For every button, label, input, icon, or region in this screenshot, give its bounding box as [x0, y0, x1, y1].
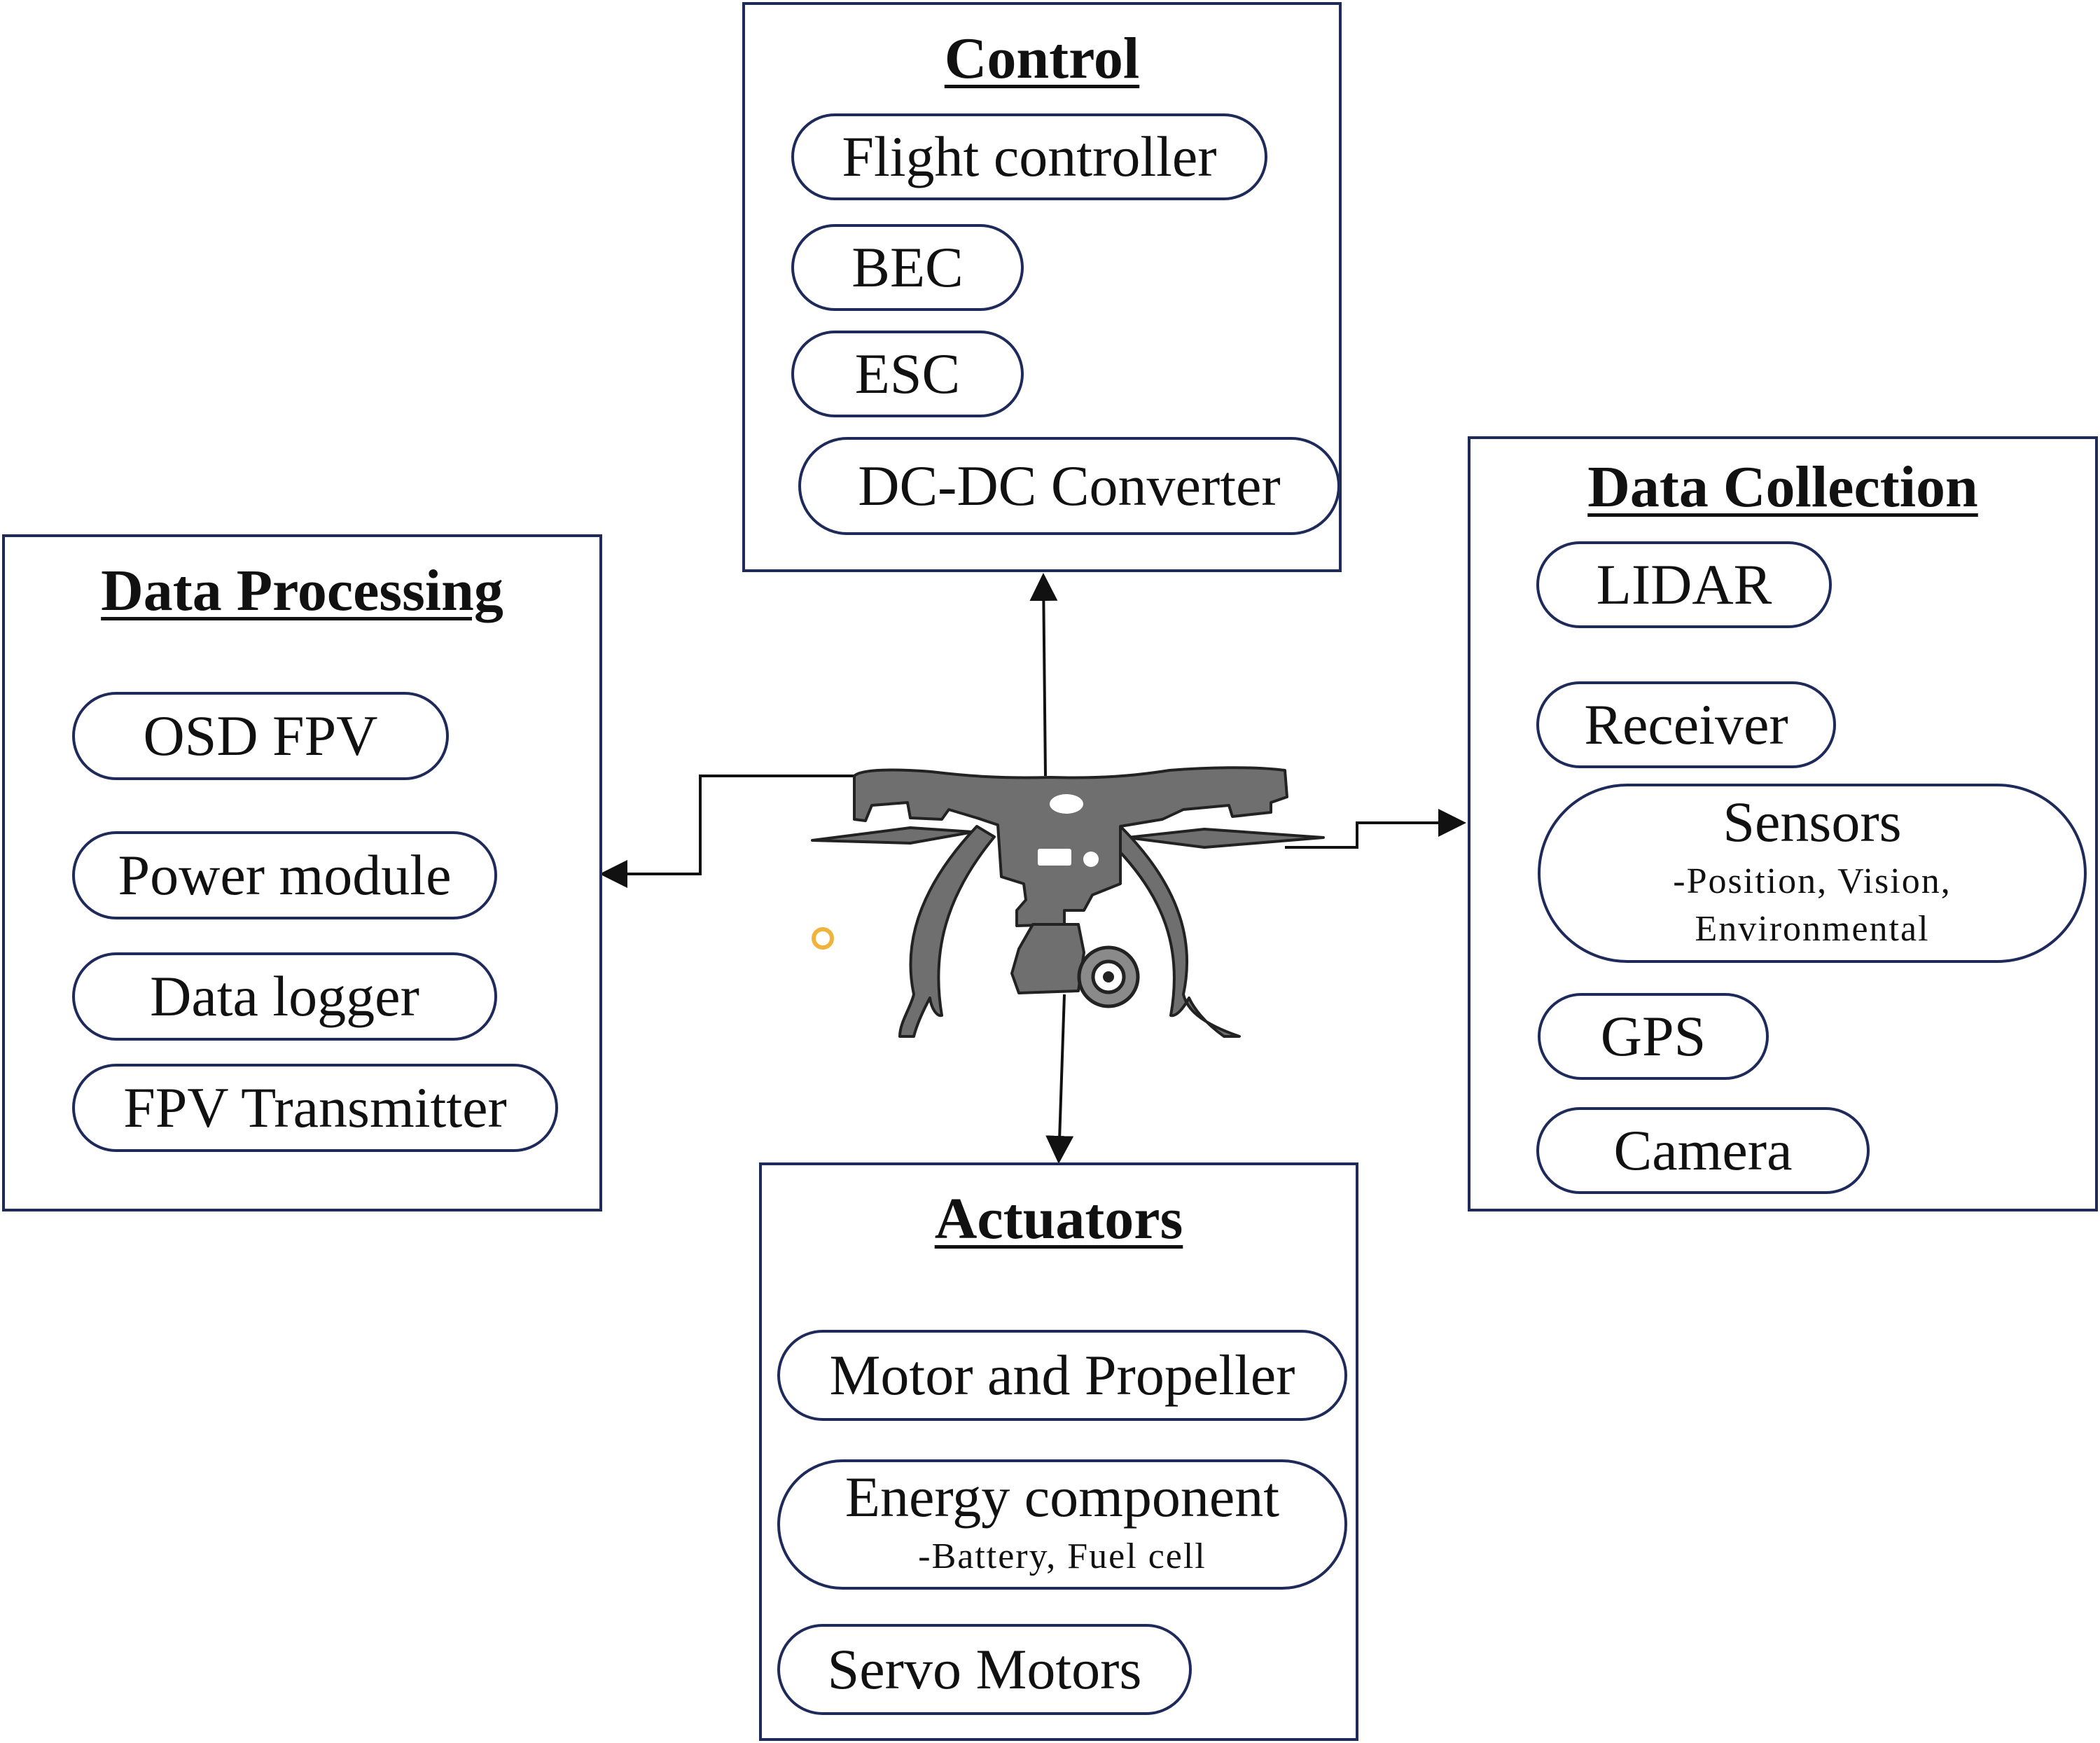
- camera-lens-center-icon: [1103, 971, 1114, 982]
- arrow-to-data-collection: [1285, 809, 1466, 849]
- data-processing-item-power-module: Power module: [72, 831, 497, 919]
- data-processing-item-osd-fpv: OSD FPV: [72, 692, 449, 780]
- arrow-to-control: [1029, 573, 1058, 777]
- sensors-detail-line-1: -Position, Vision,: [1673, 861, 1952, 902]
- arrow-to-actuators: [1045, 994, 1074, 1164]
- energy-detail: -Battery, Fuel cell: [918, 1536, 1207, 1577]
- data-collection-item-camera: Camera: [1536, 1107, 1870, 1194]
- actuators-item-servo-motors: Servo Motors: [777, 1624, 1192, 1715]
- arrow-to-data-processing: [599, 775, 886, 888]
- data-collection-item-receiver: Receiver: [1536, 681, 1836, 768]
- gimbal-icon: [1010, 923, 1085, 994]
- control-title: Control: [944, 26, 1140, 91]
- data-processing-item-fpv-transmitter: FPV Transmitter: [72, 1064, 558, 1152]
- data-collection-item-gps: GPS: [1538, 993, 1769, 1080]
- data-processing-item-data-logger: Data logger: [72, 952, 497, 1041]
- control-item-flight-controller: Flight controller: [791, 113, 1267, 200]
- data-collection-panel: Data Collection LIDAR Receiver Sensors -…: [1468, 436, 2098, 1211]
- data-collection-title: Data Collection: [1587, 454, 1978, 520]
- actuators-item-motor-and-propeller: Motor and Propeller: [777, 1330, 1347, 1421]
- control-panel: Control Flight controller BEC ESC DC-DC …: [742, 2, 1342, 572]
- accent-ring-icon: [812, 927, 834, 950]
- landing-leg-left-icon: [898, 825, 996, 1038]
- vent-icon: [1038, 849, 1071, 866]
- data-processing-title: Data Processing: [101, 558, 503, 623]
- energy-label: Energy component: [844, 1465, 1280, 1529]
- control-item-bec: BEC: [791, 224, 1024, 311]
- landing-leg-right-icon: [1104, 825, 1241, 1038]
- sensors-label: Sensors: [1723, 790, 1902, 854]
- actuators-title: Actuators: [934, 1186, 1183, 1251]
- data-processing-panel: Data Processing OSD FPV Power module Dat…: [2, 534, 602, 1211]
- actuators-item-energy-component: Energy component -Battery, Fuel cell: [777, 1459, 1347, 1590]
- propeller-left-icon: [811, 826, 975, 845]
- status-light-icon: [1050, 794, 1083, 814]
- control-item-dc-dc-converter: DC-DC Converter: [798, 437, 1340, 535]
- propeller-right-icon: [1126, 828, 1325, 849]
- control-item-esc: ESC: [791, 331, 1024, 417]
- data-collection-item-sensors: Sensors -Position, Vision, Environmental: [1538, 784, 2087, 963]
- indicator-dot-icon: [1083, 852, 1099, 867]
- data-collection-item-lidar: LIDAR: [1536, 541, 1832, 628]
- actuators-panel: Actuators Motor and Propeller Energy com…: [759, 1162, 1358, 1741]
- sensors-detail-line-2: Environmental: [1695, 909, 1930, 949]
